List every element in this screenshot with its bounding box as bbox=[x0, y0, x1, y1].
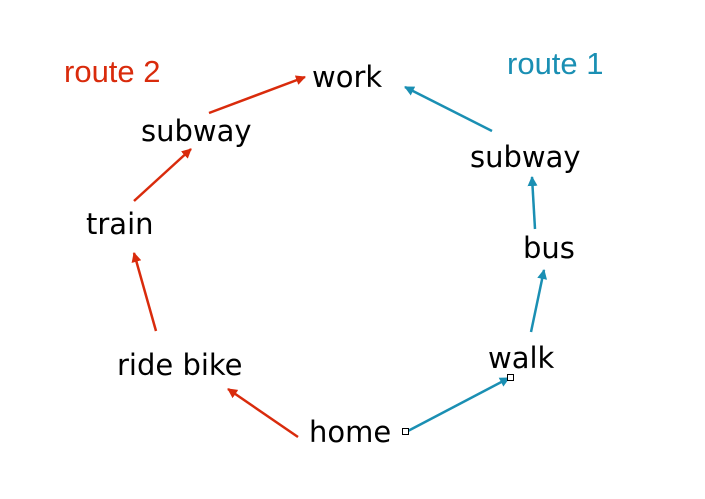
connector-handle-home[interactable] bbox=[402, 428, 409, 435]
arrow-bus-to-subway bbox=[527, 176, 538, 230]
node-home: home bbox=[309, 415, 392, 449]
node-bus: bus bbox=[523, 231, 575, 265]
node-subway-left: subway bbox=[141, 114, 252, 148]
node-ride-bike: ride bike bbox=[117, 348, 243, 382]
arrow-ride-bike-to-train bbox=[131, 252, 158, 332]
arrow-subway-to-work-right bbox=[404, 85, 493, 133]
route-1-label: route 1 bbox=[507, 46, 604, 81]
arrow-train-to-subway bbox=[133, 148, 192, 202]
connector-handle-walk[interactable] bbox=[507, 374, 514, 381]
arrow-walk-to-bus bbox=[529, 269, 548, 333]
node-subway-right: subway bbox=[470, 140, 581, 174]
arrow-subway-to-work-left bbox=[208, 75, 306, 115]
node-train: train bbox=[86, 207, 154, 241]
node-walk: walk bbox=[488, 341, 555, 375]
arrow-home-to-ride-bike bbox=[227, 387, 299, 439]
arrow-home-to-walk bbox=[405, 376, 510, 434]
node-work: work bbox=[312, 60, 383, 94]
route-2-label: route 2 bbox=[64, 54, 161, 89]
